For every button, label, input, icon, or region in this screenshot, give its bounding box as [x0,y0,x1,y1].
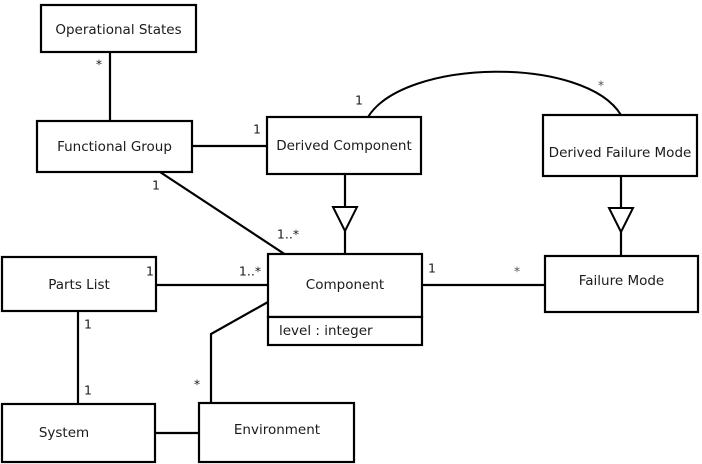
class-name-failure-mode: Failure Mode [579,273,665,289]
multiplicity-component-failuremode-source: 1 [428,261,436,276]
class-name-derived-failure-mode: Derived Failure Mode [549,145,692,161]
class-box-functional-group[interactable]: Functional Group [35,119,194,174]
class-name-parts-list: Parts List [48,277,110,293]
multiplicity-derivedcomponent-curve-source: 1 [355,93,363,108]
multiplicity-component-failuremode-target: * [514,264,520,279]
class-name-operational-states: Operational States [55,22,181,38]
multiplicity-derivedfailuremode-curve-target: * [598,78,604,93]
class-attribute-component-level: level : integer [279,323,373,339]
multiplicity-partslist-component-target: 1..* [239,264,261,279]
class-box-failure-mode[interactable]: Failure Mode [543,254,700,314]
class-rect-operational-states [39,3,198,54]
multiplicity-functionalgroup-component-target: 1..* [277,227,299,242]
multiplicity-partslist-component-source: 1 [146,264,154,279]
class-box-derived-component[interactable]: Derived Component [265,115,423,176]
multiplicity-functionalgroup-component-source: 1 [152,178,160,193]
multiplicity-partslist-system-source: 1 [84,317,92,332]
class-rect-derived-component [265,115,423,176]
multiplicity-environment-component: * [194,377,200,392]
class-box-derived-failure-mode[interactable]: Derived Failure Mode [541,113,699,178]
generalization-arrow-derivedcomponent-component [331,206,359,234]
class-rect-component-name [266,252,424,319]
class-rect-environment [197,401,356,464]
multiplicity-functionalgroup-derivedcomponent: 1 [253,122,261,137]
multiplicity-operationalstates-functionalgroup: * [96,57,102,72]
class-box-operational-states[interactable]: Operational States [39,3,198,54]
class-box-environment[interactable]: Environment [197,401,356,464]
association-environment-component [209,301,269,404]
class-name-component: Component [306,277,384,293]
multiplicity-partslist-system-target: 1 [84,383,92,398]
class-rect-derived-failure-mode [541,113,699,178]
class-box-system[interactable]: System [0,402,157,464]
class-name-functional-group: Functional Group [57,139,172,155]
class-rect-failure-mode [543,254,700,314]
class-rect-system [0,402,157,464]
association-derivedcomponent-derivedfailuremode [367,70,622,118]
class-box-parts-list[interactable]: Parts List [0,255,158,313]
class-rect-parts-list [0,255,158,313]
class-name-environment: Environment [234,422,320,438]
class-name-system: System [39,425,89,441]
class-rect-functional-group [35,119,194,174]
generalization-arrow-derivedfailuremode-failuremode [607,207,635,235]
class-name-derived-component: Derived Component [276,138,412,154]
class-box-component[interactable]: Component level : integer [266,252,424,347]
association-functionalgroup-component [159,171,287,256]
class-rect-component-attributes [266,315,424,347]
